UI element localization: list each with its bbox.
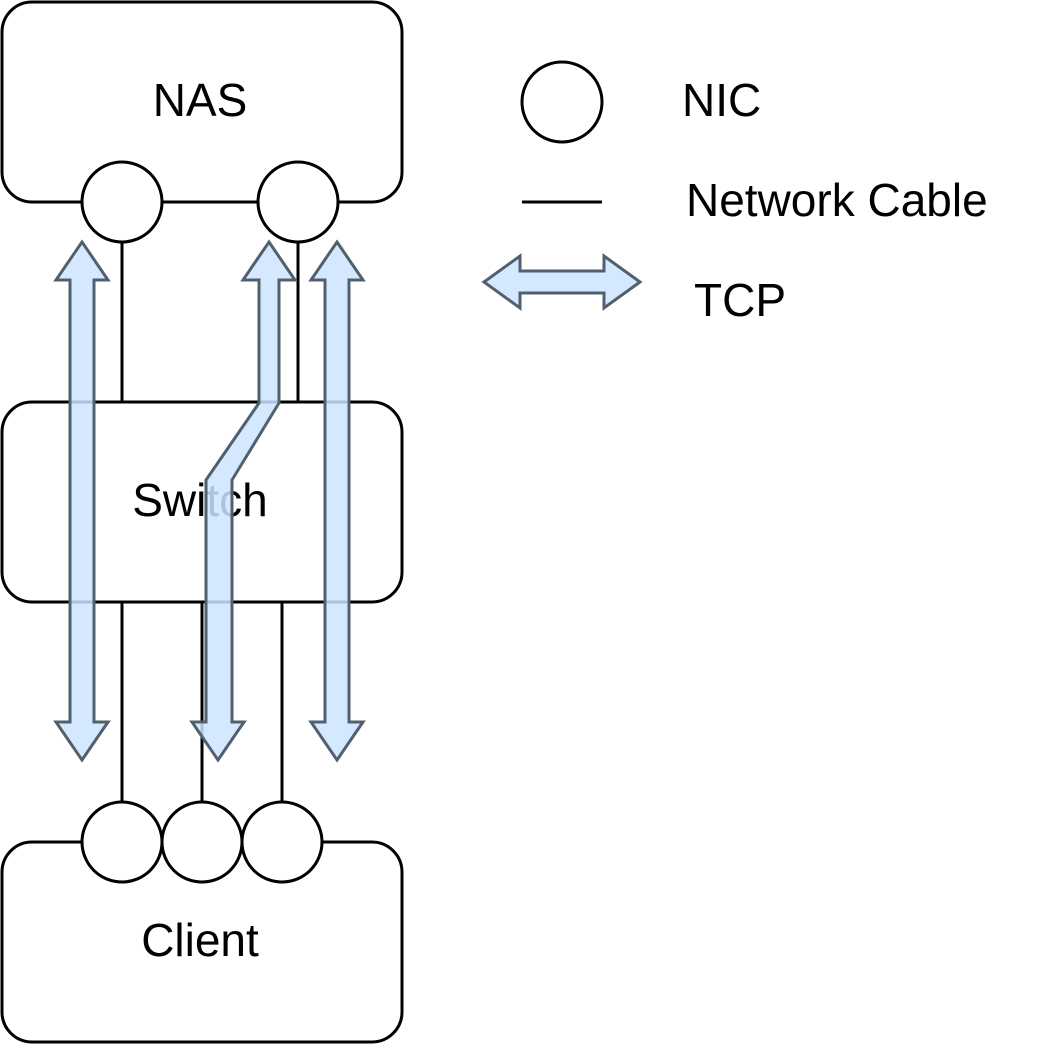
tcp-arrow-2 [189, 239, 298, 763]
legend-network-cable-label: Network Cable [686, 174, 988, 226]
client-nic-2 [160, 800, 244, 884]
client-nic-1 [80, 800, 164, 884]
switch-label: Switch [132, 474, 267, 526]
nas-nic-1 [80, 160, 164, 244]
nas-nic-2 [256, 160, 340, 244]
legend-nic-icon [520, 60, 604, 144]
legend-tcp-label: TCP [694, 274, 786, 326]
client-nic-3 [240, 800, 324, 884]
legend: NIC Network Cable TCP [481, 60, 988, 326]
legend-tcp-icon [481, 253, 643, 311]
tcp-arrow-1 [53, 239, 111, 763]
tcp-arrow-3 [308, 239, 366, 763]
legend-nic-label: NIC [682, 74, 761, 126]
nas-box [0, 0, 404, 204]
tcp-connections [53, 239, 366, 763]
client-label: Client [141, 914, 259, 966]
nas-label: NAS [153, 74, 248, 126]
